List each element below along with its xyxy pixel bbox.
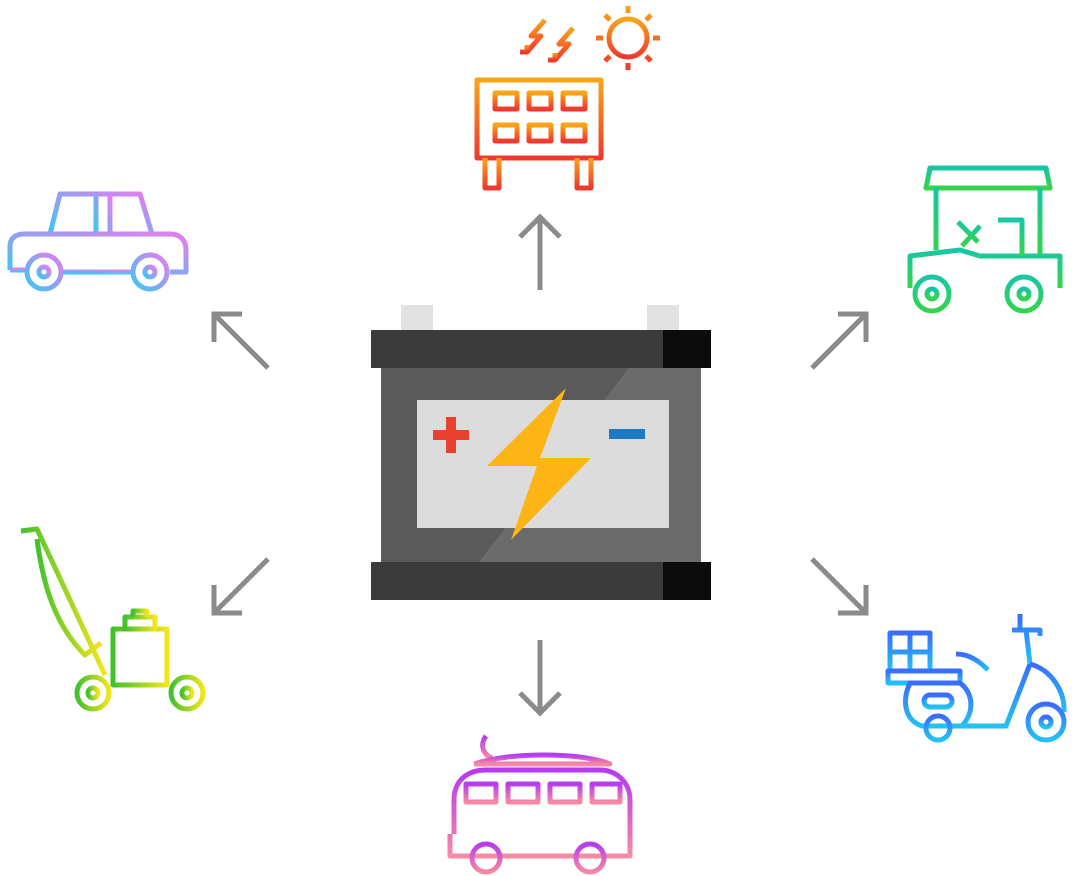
arrow-up-right (810, 311, 869, 370)
delivery-scooter-icon (885, 614, 1067, 743)
lightning-bolt-icon (487, 388, 591, 540)
arrow-down-right (810, 557, 869, 616)
solar-panel-icon (474, 6, 660, 191)
minus-sign-icon (609, 429, 645, 439)
camper-van-icon (447, 734, 633, 875)
arrow-up (518, 213, 562, 290)
lawn-mower-icon (20, 526, 206, 712)
car-battery-icon (371, 305, 711, 600)
plus-sign-icon (433, 417, 469, 453)
arrow-up-left (211, 311, 270, 370)
arrow-down (518, 640, 562, 717)
car-icon (7, 191, 189, 292)
golf-cart-icon (907, 165, 1063, 314)
arrow-down-left (211, 557, 270, 616)
